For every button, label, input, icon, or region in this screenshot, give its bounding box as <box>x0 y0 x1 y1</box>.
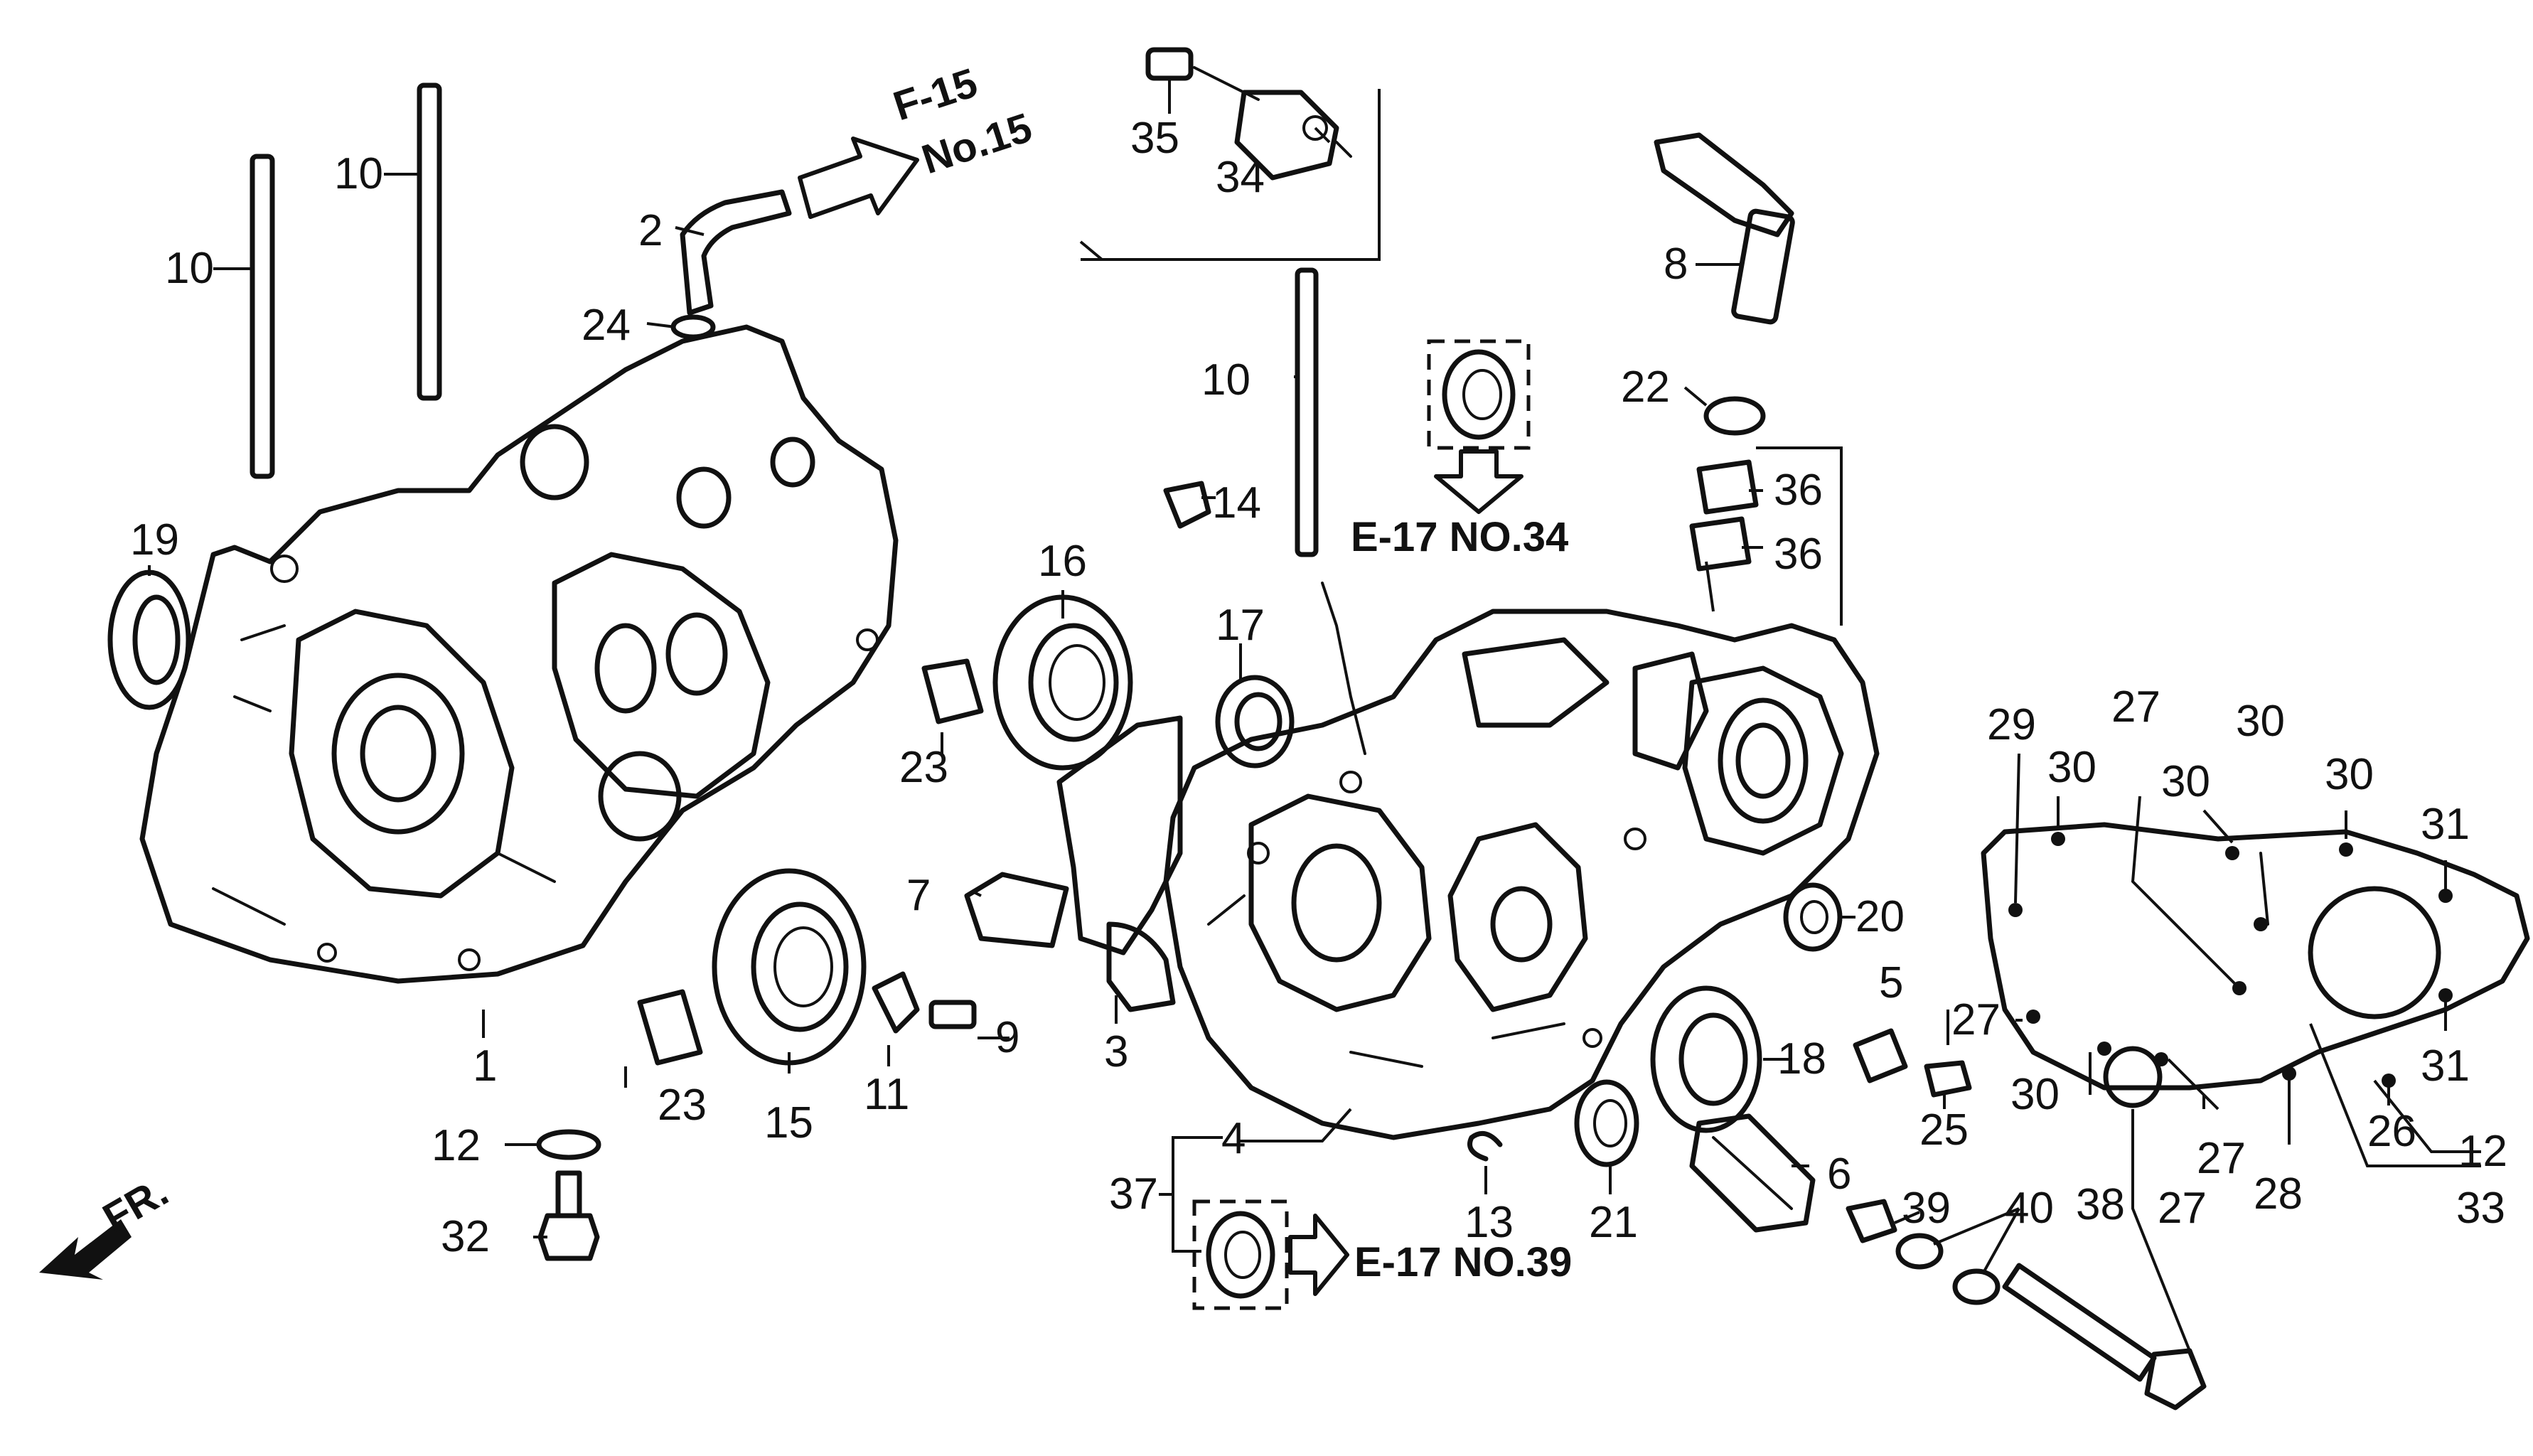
callout-27b: 27 <box>1951 995 2001 1044</box>
callout-26: 26 <box>2367 1107 2416 1156</box>
stud-bolt-middle <box>1295 267 1319 557</box>
callout-30c: 30 <box>2236 697 2285 746</box>
callout-22: 22 <box>1621 363 1670 412</box>
callout-36b: 36 <box>1774 530 1823 579</box>
callout-12a: 12 <box>432 1121 481 1170</box>
left-crankcase <box>139 324 899 984</box>
bracket-frame <box>1079 89 1381 261</box>
setting-plate-and-bolt <box>872 971 977 1034</box>
callout-34: 34 <box>1216 153 1265 202</box>
collar-bracket <box>1705 446 1843 626</box>
long-bolt-38 <box>2002 1046 2207 1410</box>
callout-1: 1 <box>473 1042 497 1091</box>
circlip-13 <box>1467 1130 1503 1162</box>
callout-35: 35 <box>1130 114 1179 163</box>
hollow-arrow-icon <box>798 136 919 219</box>
reference-box-e17-39 <box>1192 1199 1349 1310</box>
callout-29: 29 <box>1987 700 2036 749</box>
washers-39-40 <box>1846 1199 2001 1305</box>
callout-37: 37 <box>1109 1169 1158 1219</box>
needle-bearing-17 <box>1215 675 1295 769</box>
callout-25: 25 <box>1919 1106 1969 1155</box>
callout-2: 2 <box>638 206 663 255</box>
callout-7: 7 <box>906 871 931 920</box>
callout-20: 20 <box>1855 892 1905 941</box>
filter-screen-6 <box>1689 1113 1816 1233</box>
oil-strainer-7 <box>964 872 1069 948</box>
callout-19: 19 <box>130 515 179 564</box>
bushing-21 <box>1574 1079 1639 1167</box>
breather-tube <box>680 189 792 316</box>
stud-bolts-left <box>250 82 442 479</box>
hollow-arrow-icon <box>1288 1214 1349 1296</box>
callout-30b: 30 <box>2161 757 2210 806</box>
oil-seal-18 <box>1650 985 1762 1133</box>
callout-23b: 23 <box>658 1081 707 1130</box>
callout-30d: 30 <box>2325 750 2374 799</box>
tube-clip <box>670 314 716 340</box>
callout-21: 21 <box>1589 1198 1638 1247</box>
callout-33: 33 <box>2456 1184 2505 1233</box>
shift-shaft-8 <box>1654 132 1795 325</box>
gasket-plate-3 <box>1056 715 1183 1012</box>
ref-e17-bottom: E-17 NO.39 <box>1354 1239 1572 1285</box>
callout-9: 9 <box>995 1013 1019 1062</box>
callout-27a: 27 <box>2111 682 2160 732</box>
ref-e17-top: E-17 NO.34 <box>1351 514 1568 560</box>
callout-28: 28 <box>2254 1169 2303 1219</box>
leader-lines <box>148 78 2481 1351</box>
callout-40: 40 <box>2005 1184 2054 1233</box>
right-crankcase <box>1163 582 1880 1140</box>
washer-and-drain-bolt <box>536 1129 601 1261</box>
callout-4: 4 <box>1221 1114 1246 1163</box>
callout-31b: 31 <box>2421 1042 2470 1091</box>
callout-14: 14 <box>1212 478 1261 528</box>
callout-10b: 10 <box>334 149 383 198</box>
bolt-14 <box>1163 481 1211 529</box>
collars-36 <box>1689 459 1759 572</box>
callout-32: 32 <box>441 1212 490 1261</box>
reference-box-e17-34 <box>1427 339 1531 514</box>
plate-and-bolt-5-25 <box>1853 1028 1972 1098</box>
callout-16: 16 <box>1038 537 1087 586</box>
callout-30e: 30 <box>2010 1070 2060 1119</box>
callout-23a: 23 <box>899 743 948 792</box>
shift-drum-stopper <box>1145 47 1352 181</box>
dowel-pins <box>637 658 984 1066</box>
callout-5: 5 <box>1879 958 1903 1007</box>
callout-13: 13 <box>1464 1198 1514 1247</box>
callout-8: 8 <box>1664 240 1688 289</box>
callout-6: 6 <box>1827 1150 1851 1199</box>
callout-39: 39 <box>1902 1184 1951 1233</box>
callout-3: 3 <box>1104 1027 1128 1076</box>
callout-27d: 27 <box>2158 1184 2207 1233</box>
callout-36a: 36 <box>1774 466 1823 515</box>
oil-seal-22 <box>1703 396 1766 436</box>
oil-seal-20 <box>1783 882 1843 952</box>
front-direction-arrow-icon <box>39 1219 132 1280</box>
callout-12b: 12 <box>2458 1127 2507 1176</box>
ref-f15-line1: F-15 <box>888 60 983 130</box>
callout-15: 15 <box>764 1098 813 1147</box>
callout-10c: 10 <box>1201 355 1251 405</box>
callout-11: 11 <box>864 1070 909 1119</box>
callout-24: 24 <box>582 301 631 350</box>
callout-30a: 30 <box>2047 743 2096 792</box>
oil-seal-19 <box>107 569 191 710</box>
callout-10a: 10 <box>165 244 214 293</box>
callout-numbers: 1 2 3 4 5 6 7 8 9 10 10 10 11 12 12 13 1… <box>130 114 2507 1261</box>
callout-31a: 31 <box>2421 800 2470 849</box>
bearing-15 <box>712 868 867 1066</box>
callout-18: 18 <box>1777 1034 1826 1083</box>
callout-17: 17 <box>1216 601 1265 650</box>
reference-labels: F-15 No.15 E-17 NO.34 E-17 NO.39 FR. <box>95 60 1572 1285</box>
callout-38: 38 <box>2076 1180 2125 1229</box>
callout-27c: 27 <box>2197 1134 2246 1183</box>
